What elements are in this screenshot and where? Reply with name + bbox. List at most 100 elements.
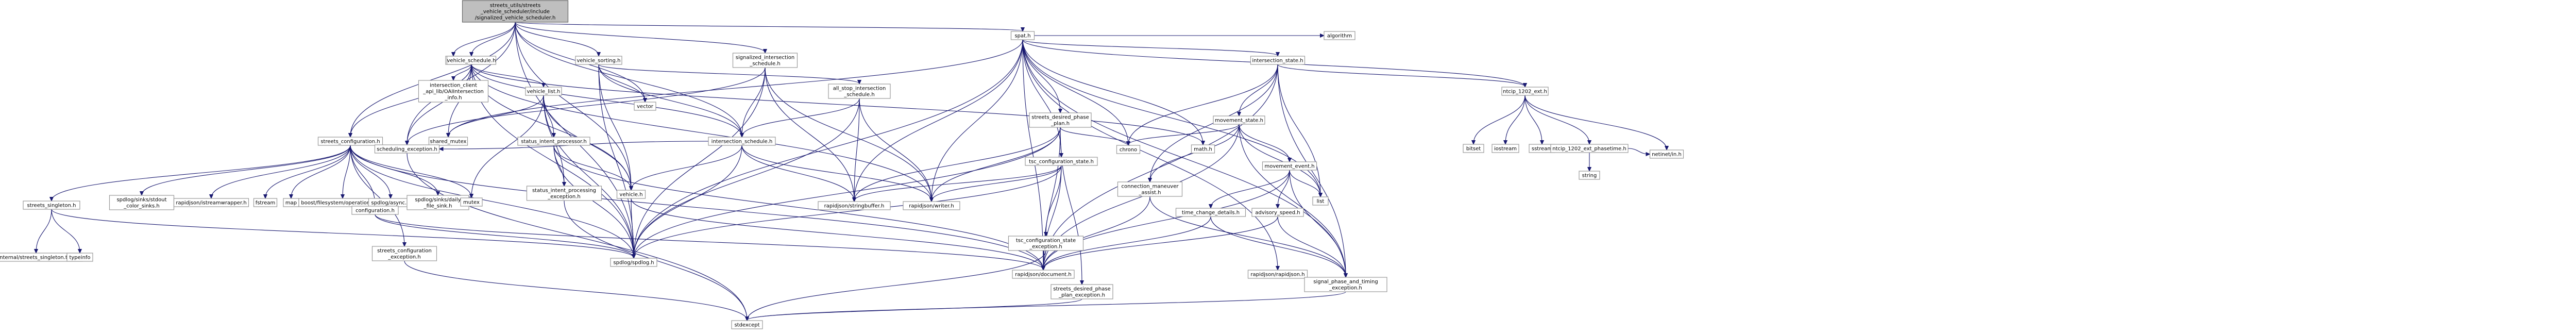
node-sstream[interactable]: sstream (1529, 144, 1555, 153)
node-label: all_stop_intersection (833, 86, 886, 92)
edge-streets_configuration-to-configuration (350, 145, 375, 206)
node-label: _exception.h (1029, 244, 1062, 250)
node-configuration[interactable]: configuration.h (351, 206, 399, 215)
node-tsc-configuration-state-exception[interactable]: tsc_configuration_state_exception.h (1008, 236, 1084, 251)
edge-movement_event-to-time_change_details (1211, 170, 1290, 208)
node-spdlog[interactable]: spdlog/spdlog.h (610, 258, 657, 267)
node-box (1251, 208, 1304, 217)
node-box (1649, 149, 1684, 159)
node-box (1008, 236, 1084, 251)
edge-intersection_state-to-chrono (1128, 64, 1278, 145)
node-vehicle[interactable]: vehicle.h (616, 190, 646, 199)
node-mutex[interactable]: mutex (460, 197, 483, 207)
node-spat[interactable]: spat.h (1010, 31, 1035, 40)
node-spdlog-async[interactable]: spdlog/async.h (368, 198, 413, 207)
edge-vehicle_schedule-to-vehicle (471, 64, 631, 190)
edge-streets_desired_phase_plan-to-chrono (1060, 127, 1128, 145)
node-movement-state[interactable]: movement_state.h (1213, 115, 1265, 125)
edge-advisory_speed-to-signal_phase_and_timing_exception (1277, 216, 1346, 277)
node-shared-mutex[interactable]: shared_mutex (428, 137, 468, 146)
node-vehicle-schedule[interactable]: vehicle_schedule.h (446, 56, 497, 65)
node-label: status_intent_processing (532, 188, 596, 194)
node-root[interactable]: streets_utils/streets_vehicle_scheduler/… (462, 0, 569, 23)
node-ntcip-1202-ext-phasetime[interactable]: ntcip_1202_ext_phasetime.h (1550, 144, 1629, 153)
node-streets-configuration[interactable]: streets_configuration.h (317, 137, 383, 146)
node-intersection-schedule[interactable]: intersection_schedule.h (708, 137, 776, 146)
edge-intersection_state-to-signal_phase_and_timing_exception (1277, 64, 1346, 277)
node-map[interactable]: map (283, 198, 299, 207)
node-signal-phase-and-timing-exception[interactable]: signal_phase_and_timing_exception.h (1304, 277, 1387, 292)
node-box (708, 137, 776, 146)
node-all-stop-intersection-schedule[interactable]: all_stop_intersection_schedule.h (828, 84, 891, 99)
edge-streets_configuration-to-rapidjson_document (350, 145, 1043, 270)
edge-intersection_schedule-to-vehicle (631, 145, 742, 190)
node-fstream[interactable]: fstream (253, 198, 278, 207)
node-label: _schedule.h (749, 61, 780, 67)
node-label: vehicle_sorting.h (577, 58, 621, 64)
node-rapidjson-writer[interactable]: rapidjson/writer.h (903, 201, 960, 210)
node-status-intent-processor[interactable]: status_intent_processor.h (517, 137, 590, 146)
node-streets-desired-phase-plan[interactable]: streets_desired_phase_plan.h (1029, 112, 1092, 128)
node-box (575, 56, 622, 65)
edge-tsc_configuration_state-to-spdlog (634, 165, 1062, 258)
edge-movement_event-to-advisory_speed (1278, 170, 1290, 208)
node-typeinfo[interactable]: typeinfo (66, 253, 93, 262)
node-label: movement_state.h (1215, 118, 1263, 124)
node-box (525, 87, 562, 96)
node-intersection-client[interactable]: intersection_client_api_lib/OAIIntersect… (418, 80, 489, 103)
edge-configuration-to-rapidjson_document (375, 214, 1043, 270)
node-advisory-speed[interactable]: advisory_speed.h (1251, 208, 1304, 217)
node-scheduling-exception[interactable]: scheduling_exception.h (374, 144, 440, 154)
node-label: math.h (1194, 147, 1212, 153)
node-signalized-intersection-schedule[interactable]: signalized_intersection_schedule.h (732, 53, 798, 68)
node-tsc-configuration-state[interactable]: tsc_configuration_state.h (1025, 157, 1098, 166)
edge-vehicle_schedule-to-scheduling_exception (407, 64, 472, 144)
edge-streets_configuration-to-boost_filesystem (343, 145, 351, 198)
node-netinet-in[interactable]: netinet/in.h (1649, 149, 1684, 159)
node-box (446, 56, 497, 65)
node-label: signal_phase_and_timing (1313, 279, 1378, 285)
node-chrono[interactable]: chrono (1116, 145, 1141, 154)
node-streets-desired-phase-plan-exception[interactable]: streets_desired_phase_plan_exception.h (1050, 284, 1113, 299)
node-movement-event[interactable]: movement_event.h (1262, 161, 1317, 171)
node-rapidjson-istreamwrapper[interactable]: rapidjson/istreamwrapper.h (173, 198, 249, 207)
node-label: _schedule.h (843, 92, 874, 98)
node-math-h[interactable]: math.h (1191, 144, 1215, 154)
node-rapidjson-stringbuffer[interactable]: rapidjson/stringbuffer.h (818, 201, 891, 210)
nodes-layer: streets_utils/streets_vehicle_scheduler/… (0, 0, 1684, 329)
node-label: vehicle_schedule.h (447, 58, 496, 64)
node-label: _assist.h (1139, 190, 1161, 196)
edge-tsc_configuration_state-to-rapidjson_document (1043, 165, 1062, 270)
node-vehicle-sorting[interactable]: vehicle_sorting.h (575, 56, 622, 65)
edge-vehicle_schedule-to-math_h (471, 64, 1203, 144)
node-stdexcept[interactable]: stdexcept (731, 320, 763, 329)
edge-streets_configuration-to-spdlog (350, 145, 634, 258)
node-vehicle-list[interactable]: vehicle_list.h (525, 87, 562, 96)
node-bitset[interactable]: bitset (1463, 144, 1484, 153)
edge-signalized_intersection_schedule-to-rapidjson_writer (765, 67, 931, 201)
edge-movement_event-to-rapidjson_document (1043, 170, 1290, 270)
node-rapidjson-rapidjson[interactable]: rapidjson/rapidjson.h (1247, 270, 1308, 279)
node-time-change-details[interactable]: time_change_details.h (1175, 208, 1246, 217)
node-string[interactable]: string (1579, 171, 1600, 180)
node-status-intent-processing-exception[interactable]: status_intent_processing_exception.h (526, 186, 602, 201)
node-streets-configuration-exception[interactable]: streets_configuration_exception.h (371, 246, 437, 261)
node-algorithm[interactable]: algorithm (1324, 31, 1355, 40)
node-streets-singleton[interactable]: streets_singleton.h (23, 201, 80, 210)
edge-intersection_state-to-ntcip_1202_ext (1277, 64, 1525, 87)
node-spdlog-sinks-daily[interactable]: spdlog/sinks/daily_file_sink.h (406, 195, 469, 210)
edge-scheduling_exception-to-stdexcept (406, 153, 747, 320)
node-spdlog-sinks-stdout[interactable]: spdlog/sinks/stdout_color_sinks.h (109, 195, 175, 210)
node-label: ntcip_1202_ext_phasetime.h (1552, 146, 1626, 152)
node-box (1029, 112, 1092, 128)
node-rapidjson-document[interactable]: rapidjson/document.h (1012, 270, 1075, 279)
node-intersection-state[interactable]: intersection_state.h (1250, 56, 1306, 65)
node-connection-maneuver-assist[interactable]: connection_maneuver_assist.h (1117, 181, 1183, 197)
node-iostream[interactable]: iostream (1492, 144, 1519, 153)
edge-movement_state-to-chrono (1128, 124, 1240, 145)
node-box (1116, 145, 1141, 154)
node-label: fstream (256, 201, 276, 206)
node-list[interactable]: list (1312, 196, 1329, 206)
node-ntcip-1202-ext[interactable]: ntcip_1202_ext.h (1501, 87, 1549, 96)
node-vector[interactable]: vector (634, 102, 656, 111)
